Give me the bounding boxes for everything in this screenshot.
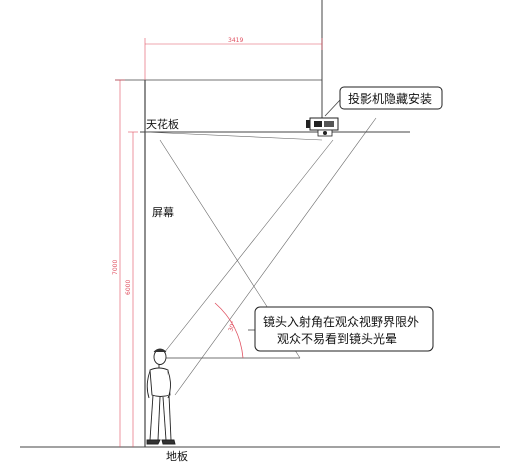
screen-label: 屏幕 xyxy=(152,205,174,219)
floor-label: 地板 xyxy=(166,449,188,463)
projection-ray-bottom xyxy=(159,139,334,359)
projector-icon xyxy=(306,117,339,137)
angle-label: 30° xyxy=(227,320,237,332)
projector-callout-leader xyxy=(324,99,341,117)
lens-callout-box xyxy=(254,306,434,352)
screen-height-label: 6000 xyxy=(125,280,132,295)
total-height-label: 7000 xyxy=(112,260,119,275)
lens-callout-line1: 镜头入射角在观众视野界限外 xyxy=(263,314,419,329)
projector-callout-text: 投影机隐藏安装 xyxy=(348,91,432,106)
width-dimension-label: 3419 xyxy=(228,37,243,44)
projection-ray-top xyxy=(144,131,323,141)
ceiling-label: 天花板 xyxy=(146,117,179,131)
projector-callout-box xyxy=(339,86,443,110)
lens-boundary-line xyxy=(174,117,377,396)
lens-callout-line2: 观众不易看到镜头光晕 xyxy=(277,331,397,346)
angle-arc xyxy=(214,302,244,359)
viewer-person-icon xyxy=(146,348,176,445)
